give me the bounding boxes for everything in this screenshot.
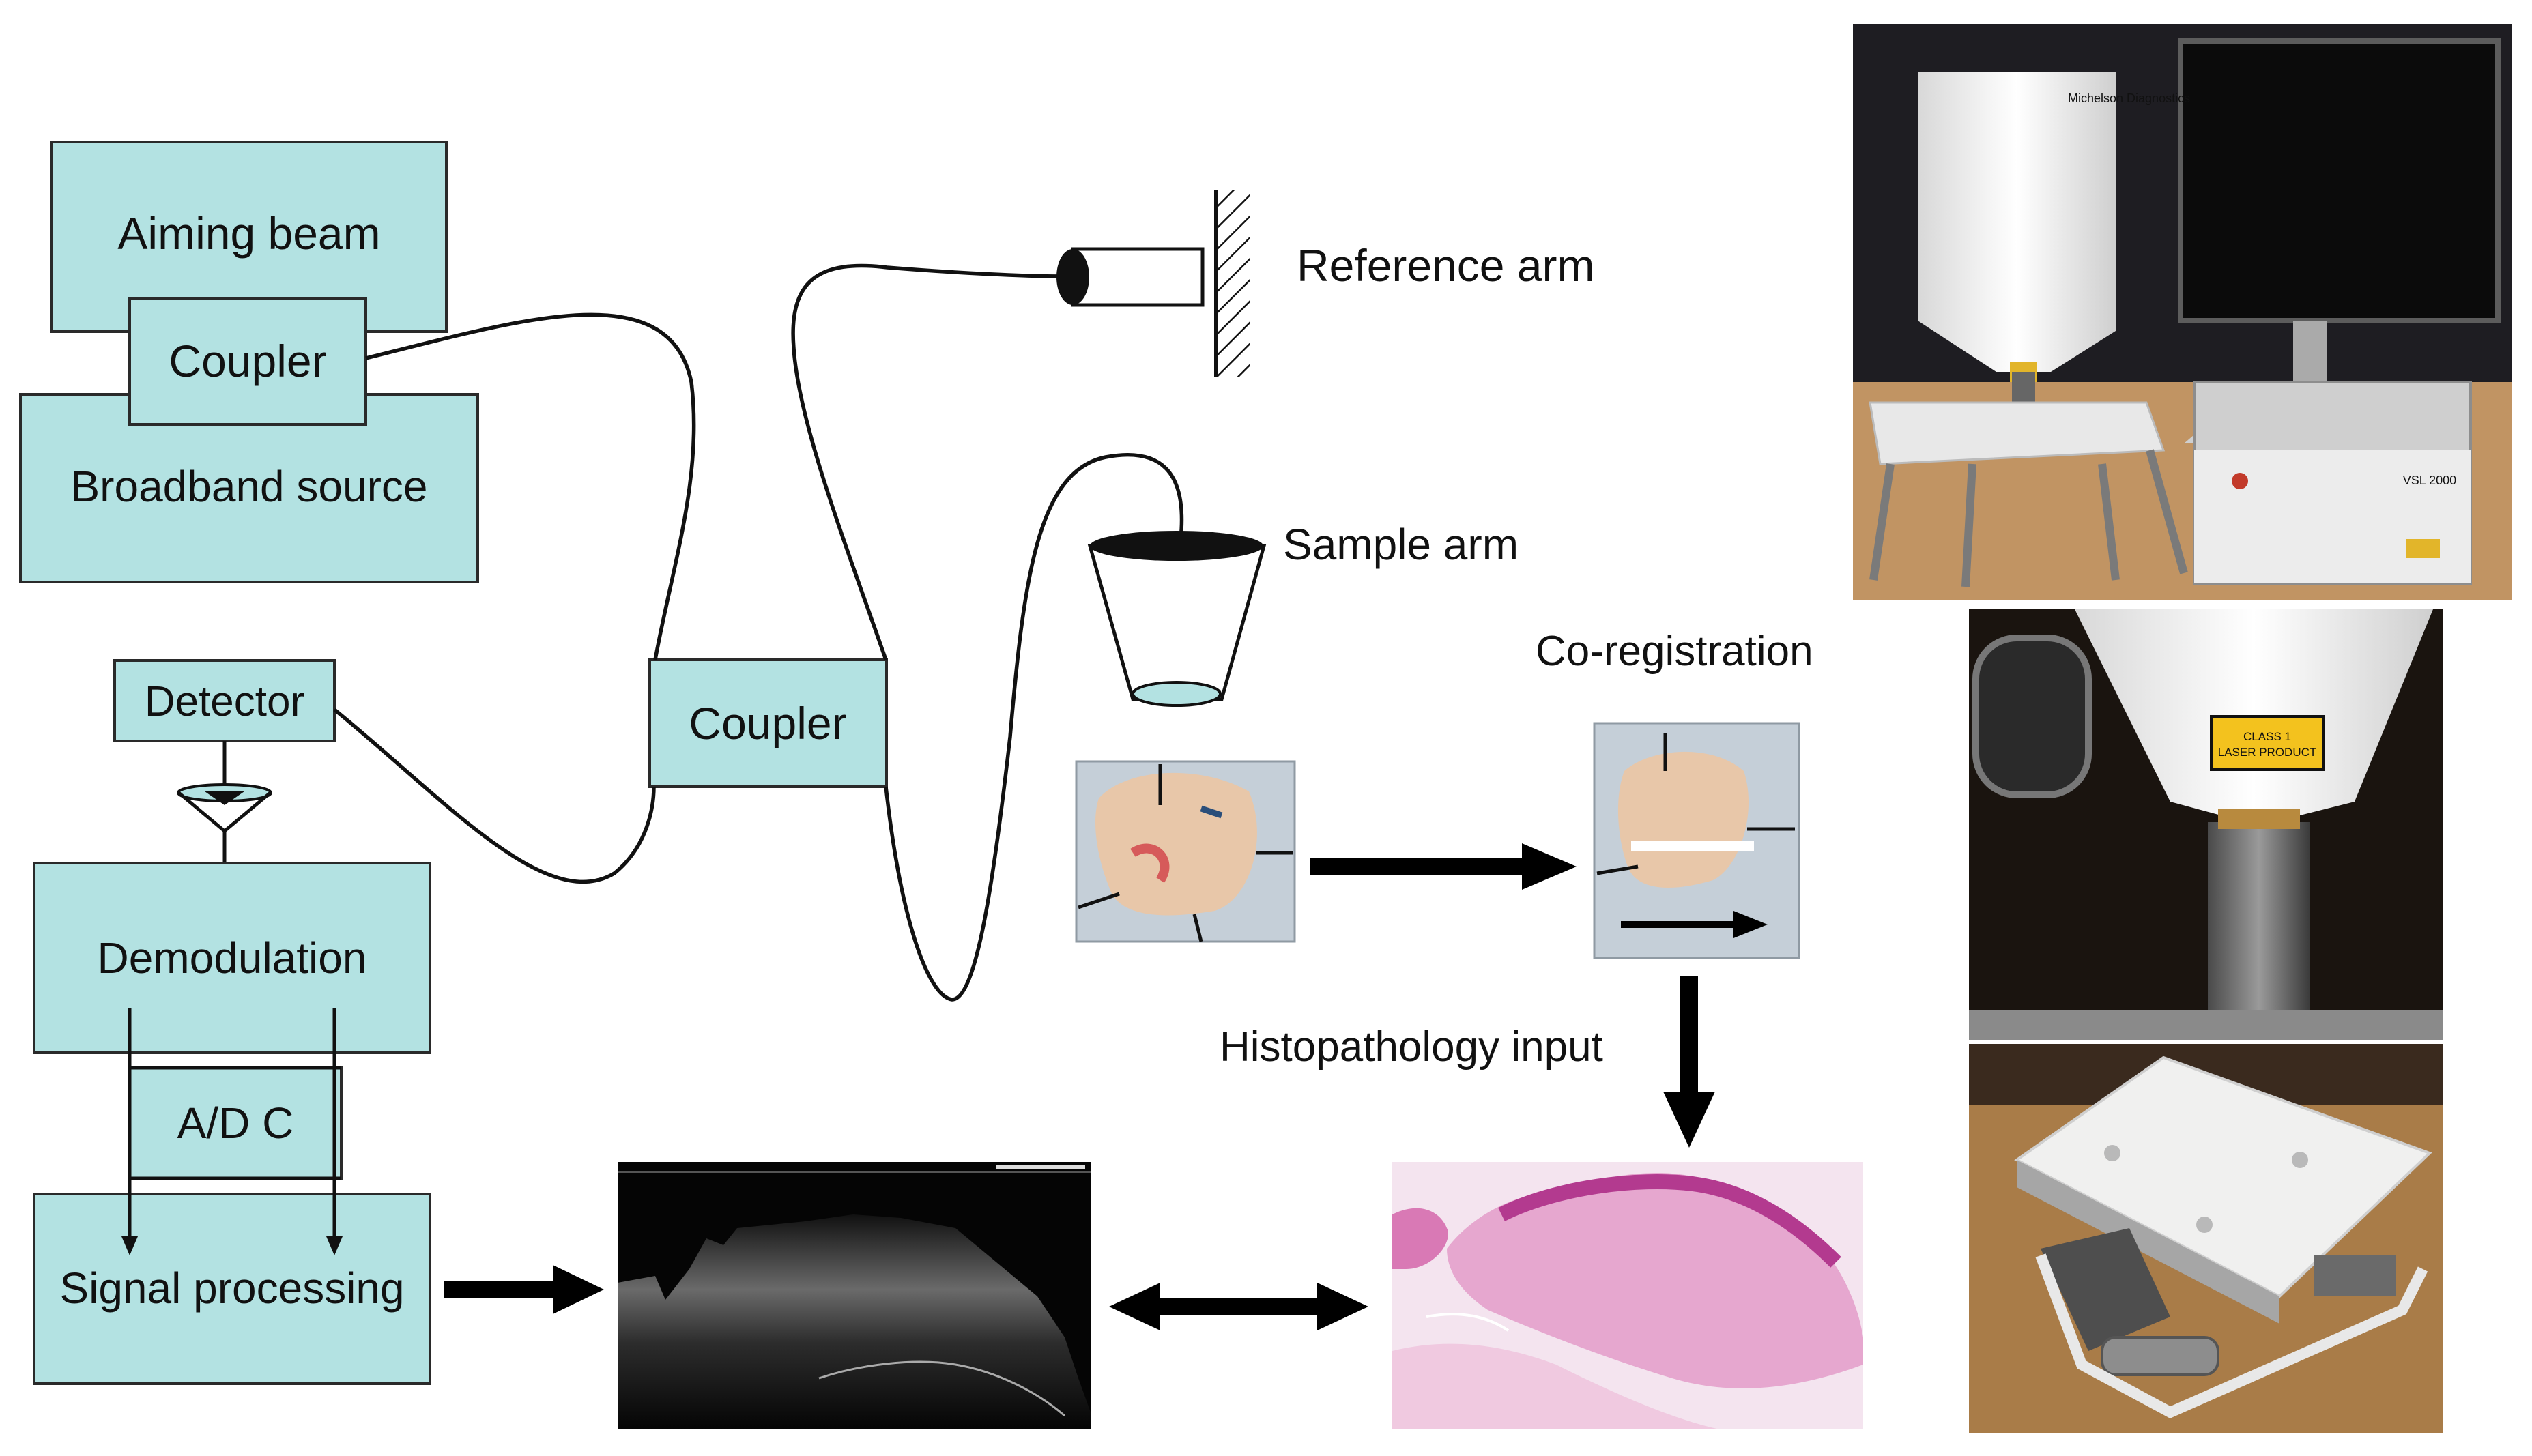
histology-image <box>1392 1162 1863 1429</box>
stage-photo <box>1969 1044 2443 1433</box>
data-path-arrows <box>121 1008 343 1255</box>
device-brand-label: Michelson Diagnostics <box>2068 91 2190 105</box>
laser-label-line1: CLASS 1 <box>2243 730 2291 743</box>
coupler-top-label: Coupler <box>169 336 326 386</box>
coregistration-arrow <box>1310 843 1577 890</box>
coupler-main-box: Coupler <box>648 658 888 788</box>
histopathology-arrow <box>1663 976 1715 1148</box>
histopathology-input-label: Histopathology input <box>1220 1023 1603 1071</box>
signal-processing-box: Signal processing <box>33 1193 431 1385</box>
signal-processing-label: Signal processing <box>59 1264 404 1313</box>
tissue-photo-left <box>1075 760 1296 943</box>
reference-collimator <box>1056 247 1205 307</box>
adc-label: A/D C <box>177 1098 294 1148</box>
demodulation-box: Demodulation <box>33 862 431 1054</box>
mirror-icon <box>1214 190 1250 377</box>
probe-head-photo: CLASS 1 LASER PRODUCT <box>1969 609 2443 1040</box>
detector-box: Detector <box>113 659 336 742</box>
coupler-top-box: Coupler <box>128 297 367 426</box>
sample-arm-label: Sample arm <box>1283 520 1519 569</box>
device-photo: VSL 2000 Michelson Diagnostics <box>1853 24 2512 600</box>
laser-label-line2: LASER PRODUCT <box>2218 746 2317 759</box>
coupler-main-label: Coupler <box>689 698 846 748</box>
reference-arm-label: Reference arm <box>1297 240 1595 291</box>
controller-model-label: VSL 2000 <box>2403 474 2456 487</box>
lens-icon <box>177 741 272 863</box>
probe-icon <box>1087 531 1267 707</box>
adc-box: A/D C <box>128 1066 343 1180</box>
fiber-lines <box>333 263 1184 1002</box>
demodulation-label: Demodulation <box>98 933 367 982</box>
tissue-photo-right <box>1593 722 1800 959</box>
broadband-source-label: Broadband source <box>70 462 427 511</box>
aiming-beam-label: Aiming beam <box>117 208 380 259</box>
signal-to-oct-arrow <box>444 1265 604 1314</box>
co-registration-label: Co-registration <box>1536 628 1813 675</box>
detector-label: Detector <box>145 678 304 725</box>
oct-image <box>618 1162 1091 1429</box>
oct-histology-double-arrow <box>1109 1283 1368 1330</box>
